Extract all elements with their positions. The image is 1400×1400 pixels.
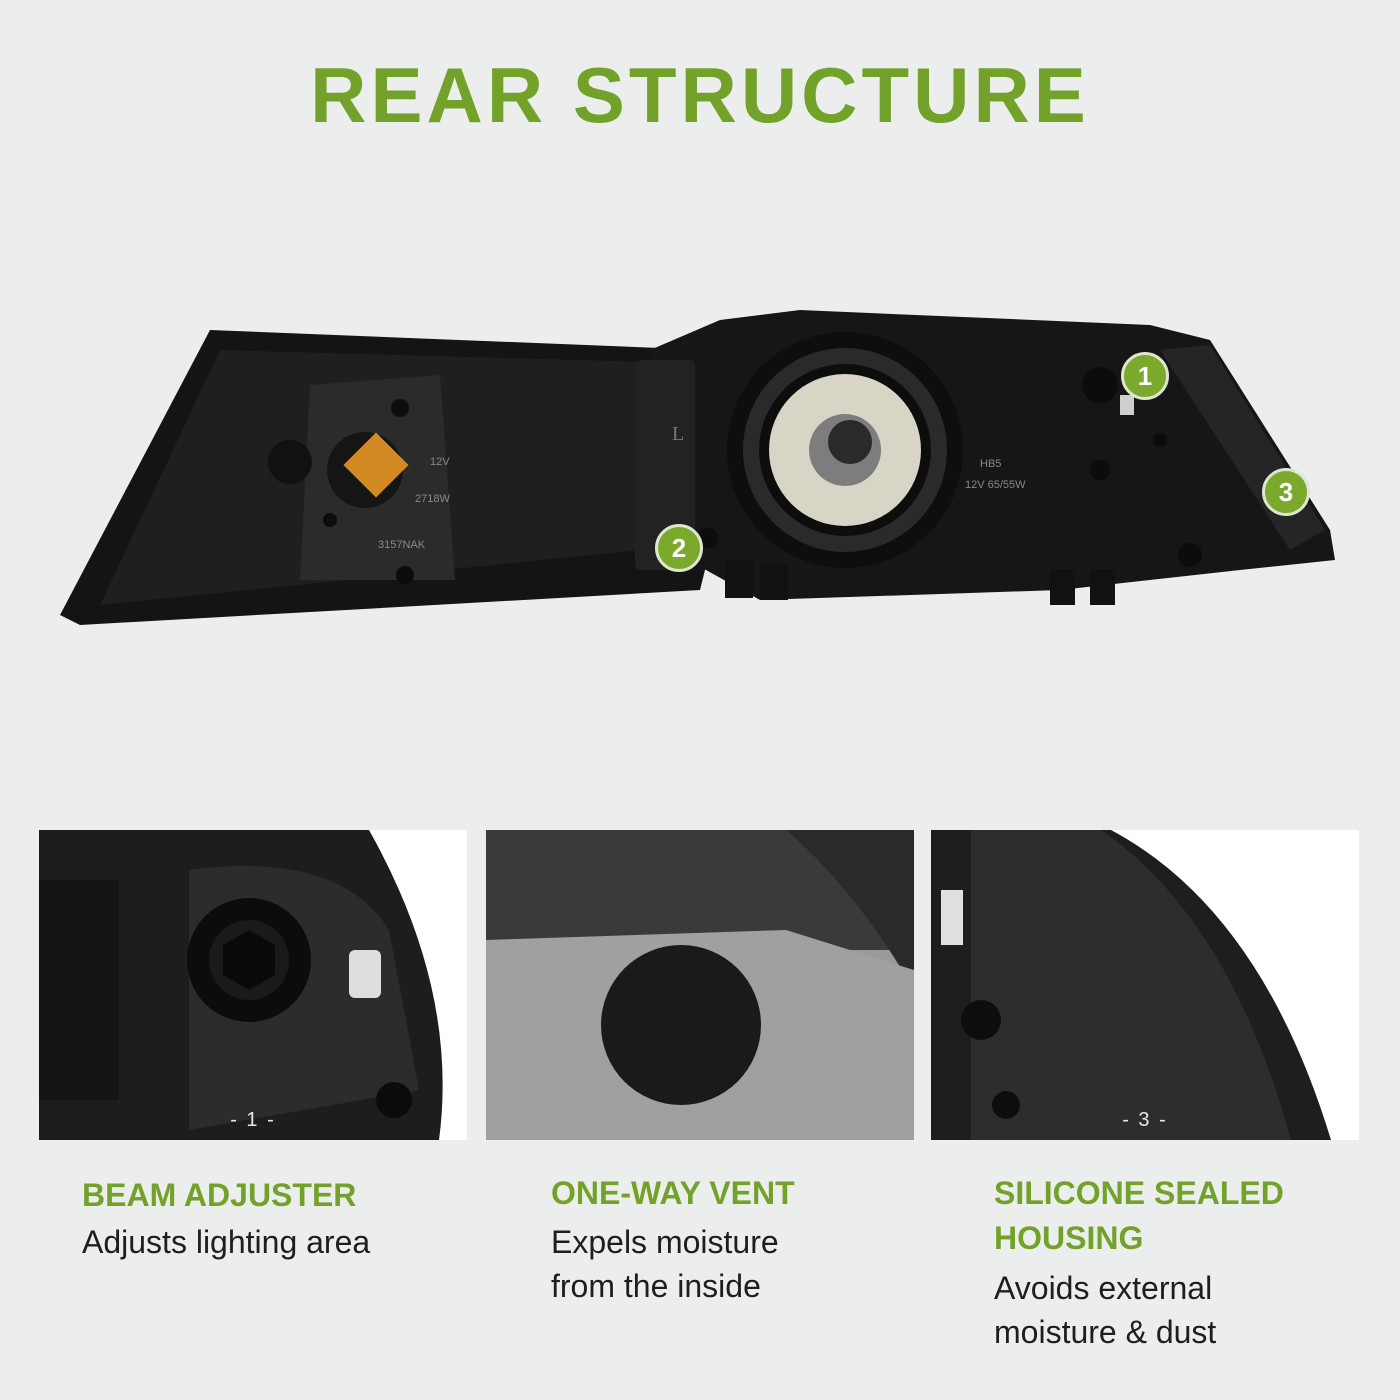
beam-adjuster-knob [1082,367,1118,403]
feature-desc-sealed-housing-line2: moisture & dust [994,1314,1217,1350]
feature-desc-beam-adjuster: Adjusts lighting area [82,1224,371,1260]
main-rating-text: 12V 65/55W [965,479,1026,491]
side-letter-text: L [672,423,684,445]
main-bulb-text: HB5 [980,458,1001,470]
feature-desc-sealed-housing-line1: Avoids external [994,1270,1213,1306]
feature-desc-one-way-vent-line1: Expels moisture [551,1224,779,1260]
signal-watt-text: 2718W [415,493,450,505]
amber-bulb [343,432,409,498]
detail-photo-beam-adjuster: - 1 - [39,830,467,1140]
feature-title-sealed-housing-line2: HOUSING [994,1220,1144,1256]
callout-badge-3: 3 [1262,468,1310,516]
detail-photo-one-way-vent [486,830,914,1140]
headlight-rear-view: 12V 2718W 3157NAK L HB5 12V 65/55W 1 3 2 [60,290,1350,640]
panel-tag-3: - 3 - [1122,1109,1168,1131]
vent-membrane [601,945,761,1105]
callout-badge-1: 1 [1121,352,1169,400]
page-title: REAR STRUCTURE [310,51,1090,139]
callout-badge-2: 2 [655,524,703,572]
feature-title-sealed-housing-line1: SILICONE SEALED [994,1175,1284,1211]
panel-tag-1: - 1 - [230,1109,276,1131]
headlight-illustration: 12V 2718W 3157NAK L HB5 12V 65/55W [60,310,1335,625]
feature-title-beam-adjuster: BEAM ADJUSTER [82,1177,357,1213]
detail-photo-sealed-housing: - 3 - [931,830,1359,1140]
vent-hole [698,528,718,548]
signal-voltage-text: 12V [430,456,450,468]
signal-bulb-text: 3157NAK [378,539,426,551]
feature-desc-one-way-vent-line2: from the inside [551,1268,761,1304]
feature-title-one-way-vent: ONE-WAY VENT [551,1175,795,1211]
